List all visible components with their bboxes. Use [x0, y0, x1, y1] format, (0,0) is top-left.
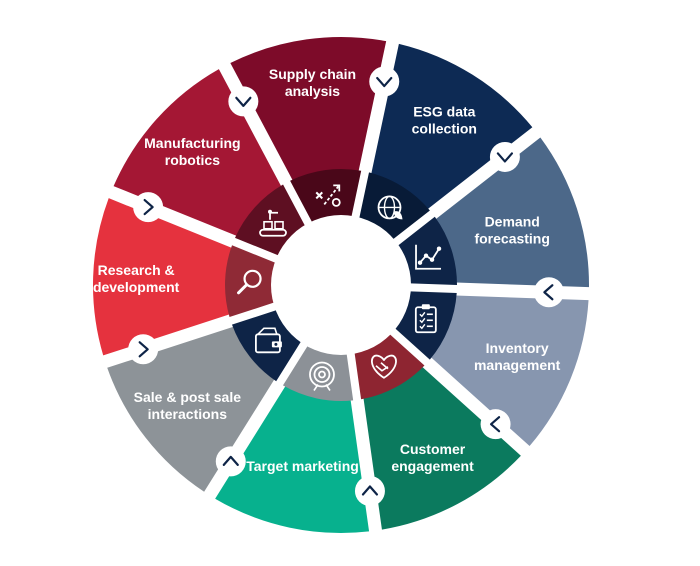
segment-label-line: collection — [412, 121, 477, 137]
segment-label-line: analysis — [285, 83, 340, 99]
flow-arrow-down-icon — [489, 141, 520, 172]
segment-label-line: Sale & post sale — [134, 389, 242, 405]
clipboard-list-icon — [414, 304, 437, 334]
center-hole — [271, 215, 411, 355]
segment-label-line: Customer — [400, 441, 466, 457]
wallet-icon — [254, 327, 282, 354]
segment-label-line: forecasting — [474, 230, 549, 246]
segment-label-line: management — [474, 357, 561, 373]
segment-label-line: ESG data — [413, 104, 475, 120]
flow-arrow-left-icon — [480, 409, 511, 440]
segment-label-research: Research &development — [93, 262, 180, 295]
flow-arrow-up-icon — [215, 446, 246, 477]
flow-arrow-right-icon — [128, 334, 159, 365]
magnifier-icon — [237, 269, 262, 295]
segment-demand — [435, 137, 589, 288]
inner-segment-target — [282, 342, 354, 401]
inner-segment-sale — [231, 309, 303, 382]
flow-arrow-up-icon — [354, 475, 385, 506]
inner-segment-demand — [395, 216, 457, 286]
line-chart-icon — [415, 244, 442, 270]
segment-supply — [230, 36, 387, 181]
segment-label-target: Target marketing — [246, 458, 359, 474]
segment-label-line: Research & — [98, 262, 175, 278]
inner-segment-research — [225, 245, 279, 318]
segment-label-line: Demand — [485, 213, 540, 229]
strategy-play-icon — [315, 184, 341, 207]
segment-label-line: Target marketing — [246, 458, 359, 474]
inner-segment-supply — [290, 169, 362, 225]
flow-arrow-down-icon — [228, 86, 259, 117]
globe-leaf-icon — [377, 195, 403, 220]
segment-label-line: interactions — [148, 406, 228, 422]
segment-sale — [107, 326, 275, 492]
segment-customer — [363, 366, 521, 530]
segment-label-line: Manufacturing — [144, 135, 240, 151]
inner-segment-customer — [354, 332, 425, 400]
target-icon — [309, 361, 335, 391]
flow-arrow-down-icon — [369, 66, 400, 97]
segment-label-line: engagement — [391, 458, 474, 474]
segment-label-line: development — [93, 279, 180, 295]
handshake-heart-icon — [371, 354, 397, 379]
segment-inventory — [430, 295, 589, 447]
segment-target — [215, 385, 370, 533]
segment-label-line: robotics — [165, 152, 220, 168]
segment-research — [92, 198, 233, 356]
segment-label-line: Inventory — [486, 340, 549, 356]
segment-label-line: Supply chain — [269, 66, 356, 82]
flow-arrow-left-icon — [533, 277, 564, 308]
flow-arrow-right-icon — [133, 192, 164, 223]
segment-esg — [371, 43, 533, 210]
robot-conveyor-icon — [259, 209, 287, 237]
